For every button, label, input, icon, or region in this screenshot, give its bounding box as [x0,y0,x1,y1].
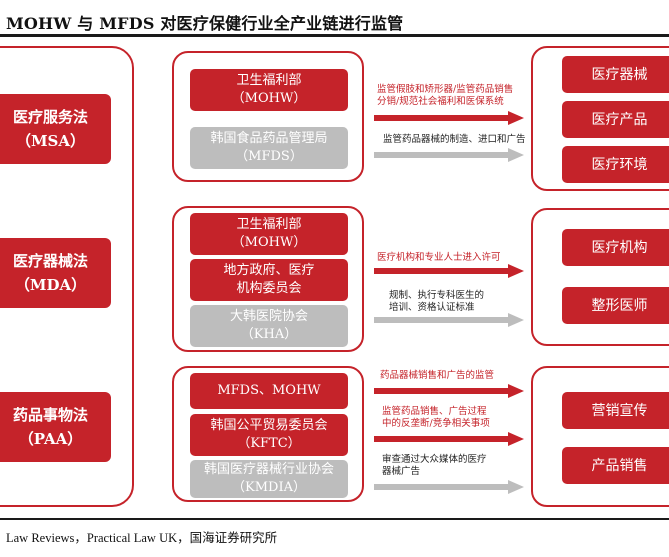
law-name: 医疗器械法 [12,252,88,270]
arrow-label-line: 监管药品销售、广告过程 [382,406,487,417]
agency-line2: （MFDS） [235,149,303,164]
law-abbr: （MSA） [15,132,86,150]
arrow-label: 监管假肢和矫形器/监管药品销售 分销/规范社会福利和医保系统 [377,84,513,108]
law-paa: 药品事物法 （PAA） [0,392,111,462]
page-title: MOHW 与 MFDS 对医疗保健行业全产业链进行监管 [6,14,404,33]
law-mda: 医疗器械法 （MDA） [0,238,111,308]
target-item: 营销宣传 [562,392,669,429]
agency-local-gov: 地方政府、医疗 机构委员会 [190,259,348,301]
title-rule [0,34,669,37]
agency-line2: 机构委员会 [236,281,302,296]
agency-line1: 卫生福利部 [236,73,302,88]
law-abbr: （PAA） [18,430,83,448]
target-item: 医疗环境 [562,146,669,183]
arrow-label: 监管药品器械的制造、进口和广告 [383,134,526,146]
arrow-red [374,384,524,398]
arrow-label-line: 培训、资格认证标准 [389,302,475,313]
arrow-label-line: 医疗机构和专业人士进入许可 [377,252,501,263]
agency-mohw: 卫生福利部 （MOHW） [190,213,348,255]
agency-mfds: 韩国食品药品管理局 （MFDS） [190,127,348,169]
agency-line1: 地方政府、医疗 [223,263,315,278]
footer-rule [0,518,669,520]
arrow-label: 药品器械销售和广告的监管 [380,370,494,382]
target-item: 产品销售 [562,447,669,484]
arrow-label: 监管药品销售、广告过程 中的反垄断/竞争相关事项 [382,406,490,430]
law-msa: 医疗服务法 （MSA） [0,94,111,164]
target-group-3 [531,366,669,507]
agency-mfds-mohw: MFDS、MOHW [190,373,348,409]
arrow-label-line: 审查通过大众媒体的医疗 [382,454,487,465]
arrow-label: 规制、执行专科医生的 培训、资格认证标准 [389,290,484,314]
arrow-label-line: 监管药品器械的制造、进口和广告 [383,134,526,145]
arrow-label-line: 器械广告 [382,466,421,477]
arrow-red [374,264,524,278]
agency-kha: 大韩医院协会 （KHA） [190,305,348,347]
arrow-label-line: 中的反垄断/竞争相关事项 [382,418,490,429]
agency-line1: 卫生福利部 [236,217,302,232]
law-name: 医疗服务法 [12,108,88,126]
law-abbr: （MDA） [14,276,87,294]
agency-kmdia: 韩国医疗器械行业协会 （KMDIA） [190,460,348,498]
agency-line2: （KHA） [240,327,298,342]
agency-line1: 韩国食品药品管理局 [210,131,328,146]
agency-kftc: 韩国公平贸易委员会 （KFTC） [190,414,348,456]
arrow-gray [374,313,524,327]
arrow-label-line: 规制、执行专科医生的 [389,290,485,301]
agency-line1: 大韩医院协会 [229,309,308,324]
agency-line1: 韩国医疗器械行业协会 [203,462,334,477]
agency-mohw: 卫生福利部 （MOHW） [190,69,348,111]
arrow-label: 医疗机构和专业人士进入许可 [377,252,501,264]
target-item: 医疗产品 [562,101,669,138]
target-item: 医疗机构 [562,229,669,266]
agency-line1: MFDS、MOHW [217,383,321,398]
arrow-gray [374,148,524,162]
agency-line1: 韩国公平贸易委员会 [210,418,328,433]
arrow-red [374,432,524,446]
arrow-label-line: 药品器械销售和广告的监管 [380,370,495,381]
arrow-label: 审查通过大众媒体的医疗 器械广告 [382,454,487,478]
law-name: 药品事物法 [12,406,88,424]
agency-line2: （MOHW） [231,91,307,106]
arrow-label-line: 分销/规范社会福利和医保系统 [377,96,504,107]
source-note: Law Reviews，Practical Law UK，国海证券研究所 [6,531,278,545]
target-item: 整形医师 [562,287,669,324]
target-item: 医疗器械 [562,56,669,93]
agency-line2: （MOHW） [231,235,307,250]
arrow-label-line: 监管假肢和矫形器/监管药品销售 [377,84,514,95]
agency-line2: （KMDIA） [232,480,306,495]
agency-line2: （KFTC） [237,436,301,451]
arrow-gray [374,480,524,494]
arrow-red [374,111,524,125]
